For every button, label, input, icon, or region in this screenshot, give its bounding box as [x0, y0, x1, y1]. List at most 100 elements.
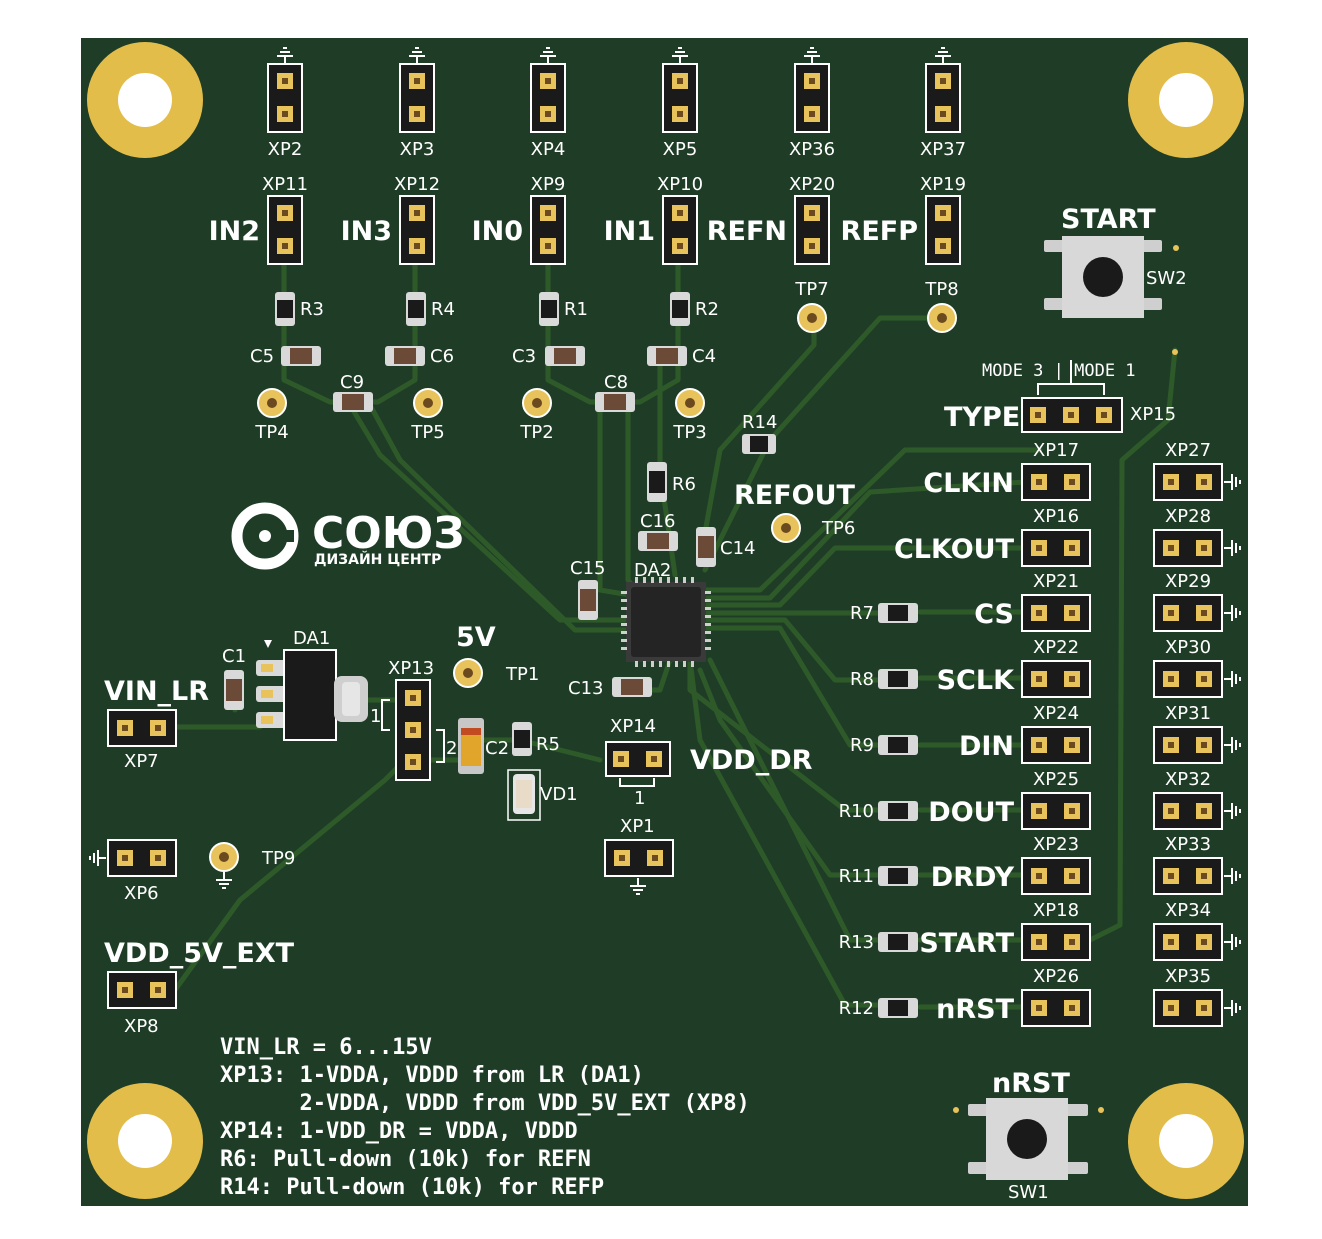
- header-xp8[interactable]: [107, 971, 177, 1009]
- gnd-header-xp36[interactable]: [794, 63, 830, 133]
- signal-header-xp18[interactable]: [1021, 923, 1091, 961]
- start-button-cap[interactable]: [1083, 257, 1123, 297]
- resistor-r10: [878, 801, 918, 821]
- test-point-tp1[interactable]: [453, 658, 483, 688]
- copper-traces: [172, 259, 1178, 1010]
- signal-label-din: DIN: [959, 731, 1014, 762]
- signal-header-xp24[interactable]: [1021, 726, 1091, 764]
- gnd-header-xp32[interactable]: [1153, 792, 1223, 830]
- ref-xp37: XP37: [920, 139, 966, 160]
- label-refout: REFOUT: [734, 480, 856, 511]
- ref-xp3: XP3: [400, 139, 435, 160]
- test-point-tp8[interactable]: [927, 303, 957, 333]
- gnd-header-xp5[interactable]: [662, 63, 698, 133]
- signal-label-sclk: SCLK: [937, 665, 1015, 696]
- note-line: VIN_LR = 6...15V: [220, 1035, 432, 1060]
- label-in3: IN3: [341, 216, 392, 247]
- signal-header-xp21[interactable]: [1021, 594, 1091, 632]
- label-in1: IN1: [604, 216, 655, 247]
- ref-xp18: XP18: [1033, 900, 1079, 921]
- signal-label-clkout: CLKOUT: [894, 534, 1015, 565]
- gnd-header-xp34[interactable]: [1153, 923, 1223, 961]
- ref-xp8: XP8: [124, 1016, 159, 1037]
- signal-header-xp25[interactable]: [1021, 792, 1091, 830]
- gnd-header-xp33[interactable]: [1153, 857, 1223, 895]
- test-point-tp5[interactable]: [413, 388, 443, 418]
- ref-tp8: TP8: [924, 279, 958, 300]
- ref-r3: R3: [300, 299, 324, 320]
- jumper-xp15[interactable]: [1021, 349, 1178, 433]
- ref-xp15: XP15: [1130, 404, 1176, 425]
- gnd-header-xp3[interactable]: [399, 63, 435, 133]
- ref-r2: R2: [695, 299, 719, 320]
- ref-xp36: XP36: [789, 139, 835, 160]
- signal-header-xp16[interactable]: [1021, 529, 1091, 567]
- label-vin-lr: VIN_LR: [104, 676, 209, 707]
- gnd-header-xp28[interactable]: [1153, 529, 1223, 567]
- notes-block: VIN_LR = 6...15V XP13: 1-VDDA, VDDD from…: [220, 1035, 750, 1200]
- gnd-header-xp29[interactable]: [1153, 594, 1223, 632]
- gnd-header-xp30[interactable]: [1153, 660, 1223, 698]
- signal-header-xp26[interactable]: [1021, 989, 1091, 1027]
- gnd-header-xp27[interactable]: [1153, 463, 1223, 501]
- header-xp1[interactable]: [604, 839, 674, 895]
- ref-c6: C6: [430, 346, 454, 367]
- ref-tp1: TP1: [505, 664, 539, 685]
- gnd-header-xp37[interactable]: [925, 63, 961, 133]
- signal-header-xp23[interactable]: [1021, 857, 1091, 895]
- input-header-xp11[interactable]: [267, 195, 303, 265]
- ref-c1: C1: [222, 646, 246, 667]
- ref-r14: R14: [742, 412, 777, 433]
- ref-xp30: XP30: [1165, 637, 1211, 658]
- note-line: 2-VDDA, VDDD from VDD_5V_EXT (XP8): [220, 1091, 750, 1116]
- ref-xp23: XP23: [1033, 834, 1079, 855]
- ref-tp2: TP2: [519, 422, 553, 443]
- jumper-xp13[interactable]: [381, 679, 445, 781]
- test-point-tp3[interactable]: [675, 388, 705, 418]
- input-header-xp19[interactable]: [925, 195, 961, 265]
- logo-main: СОЮЗ: [312, 508, 465, 559]
- gnd-header-xp2[interactable]: [267, 63, 303, 133]
- nrst-button-cap[interactable]: [1007, 1119, 1047, 1159]
- gnd-header-xp35[interactable]: [1153, 989, 1223, 1027]
- ref-c15: C15: [570, 558, 605, 579]
- gnd-header-xp31[interactable]: [1153, 726, 1223, 764]
- note-line: R6: Pull-down (10k) for REFN: [220, 1147, 591, 1172]
- signal-label-start: START: [919, 928, 1014, 959]
- label-refp: REFP: [841, 216, 918, 247]
- ref-xp16: XP16: [1033, 506, 1079, 527]
- note-line: R14: Pull-down (10k) for REFP: [220, 1175, 604, 1200]
- test-point-tp2[interactable]: [522, 388, 552, 418]
- label-in2: IN2: [209, 216, 260, 247]
- input-header-xp20[interactable]: [794, 195, 830, 265]
- input-header-xp10[interactable]: [662, 195, 698, 265]
- signal-header-xp22[interactable]: [1021, 660, 1091, 698]
- jumper-xp14[interactable]: [605, 741, 671, 787]
- test-point-tp6[interactable]: [771, 513, 801, 543]
- header-xp7[interactable]: [107, 709, 177, 747]
- nrst-button-sw1[interactable]: [953, 1098, 1104, 1180]
- ref-tp7: TP7: [794, 279, 828, 300]
- logo: СОЮЗ ДИЗАЙН ЦЕНТР: [231, 502, 465, 570]
- gnd-header-xp4[interactable]: [530, 63, 566, 133]
- test-point-tp7[interactable]: [797, 303, 827, 333]
- label-5v: 5V: [456, 622, 496, 653]
- signal-header-xp17[interactable]: [1021, 463, 1091, 501]
- input-header-xp12[interactable]: [399, 195, 435, 265]
- capacitors: [224, 346, 716, 774]
- test-point-tp4[interactable]: [257, 388, 287, 418]
- ref-xp2: XP2: [268, 139, 303, 160]
- ref-sw1: SW1: [1008, 1182, 1049, 1203]
- signal-label-clkin: CLKIN: [923, 468, 1014, 499]
- header-xp6[interactable]: [89, 839, 177, 877]
- resistor-r11: [878, 866, 918, 886]
- pin-1-xp13: 1: [370, 706, 381, 727]
- ref-r13: R13: [839, 932, 874, 953]
- ref-xp10: XP10: [657, 174, 703, 195]
- ref-xp28: XP28: [1165, 506, 1211, 527]
- input-header-xp9[interactable]: [530, 195, 566, 265]
- start-button-sw2[interactable]: [1044, 236, 1179, 318]
- test-point-tp9[interactable]: [209, 842, 239, 872]
- ref-r1: R1: [564, 299, 588, 320]
